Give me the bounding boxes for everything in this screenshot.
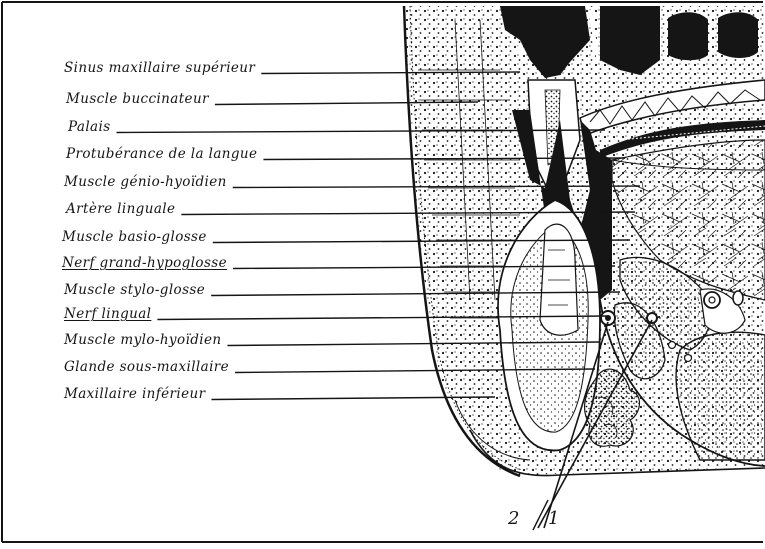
label-glande-sous-maxillaire: Glande sous-maxillaire <box>64 361 229 375</box>
label-nerf-lingual: Nerf lingual <box>64 308 151 322</box>
label-muscle-genio-hyoidien: Muscle génio-hyoïdien <box>64 176 227 190</box>
label-artere-linguale: Artère linguale <box>66 203 175 217</box>
label-muscle-buccinateur: Muscle buccinateur <box>66 93 209 107</box>
marker-1: 1 <box>548 510 559 528</box>
label-muscle-mylo-hyoidien: Muscle mylo-hyoïdien <box>64 334 221 348</box>
label-nerf-grand-hypoglosse: Nerf grand-hypoglosse <box>62 257 227 271</box>
label-maxillaire-inferieur: Maxillaire inférieur <box>64 388 205 402</box>
label-muscle-stylo-glosse: Muscle stylo-glosse <box>64 284 205 298</box>
marker-2: 2 <box>508 510 519 528</box>
label-palais: Palais <box>68 121 111 135</box>
label-protuberance-langue: Protubérance de la langue <box>66 148 257 162</box>
label-sinus-maxillaire: Sinus maxillaire supérieur <box>64 62 255 76</box>
label-muscle-basio-glosse: Muscle basio-glosse <box>62 231 207 245</box>
